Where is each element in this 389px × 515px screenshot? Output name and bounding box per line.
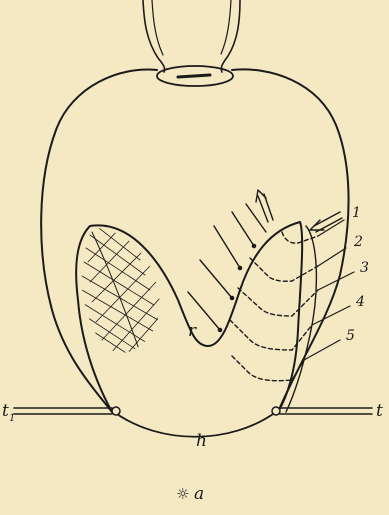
baseline (14, 407, 372, 437)
layer-2-line (250, 258, 318, 281)
label-r: r (188, 321, 197, 341)
layer-number-3: 3 (360, 260, 369, 276)
layer-3-line (238, 288, 318, 316)
stem (143, 0, 240, 72)
caption-symbol: ☼ (176, 485, 189, 503)
label-t-left-sub: 1 (9, 413, 15, 424)
layer-number-5: 5 (346, 328, 355, 344)
layer-number-1: 1 (352, 205, 361, 221)
layer-4-line (230, 320, 312, 350)
inner-lobe-outline (76, 222, 302, 412)
caption-letter: a (194, 484, 204, 504)
label-t-left: t (2, 401, 9, 421)
label-h: h (196, 431, 207, 451)
hatched-region (82, 225, 160, 362)
right-node (272, 407, 280, 415)
layer-number-4: 4 (355, 294, 365, 310)
label-t-right: t (376, 401, 383, 421)
ovary-disc (157, 66, 233, 86)
layer-number-2: 2 (353, 234, 363, 250)
left-node (112, 407, 120, 415)
arrows (188, 190, 342, 332)
